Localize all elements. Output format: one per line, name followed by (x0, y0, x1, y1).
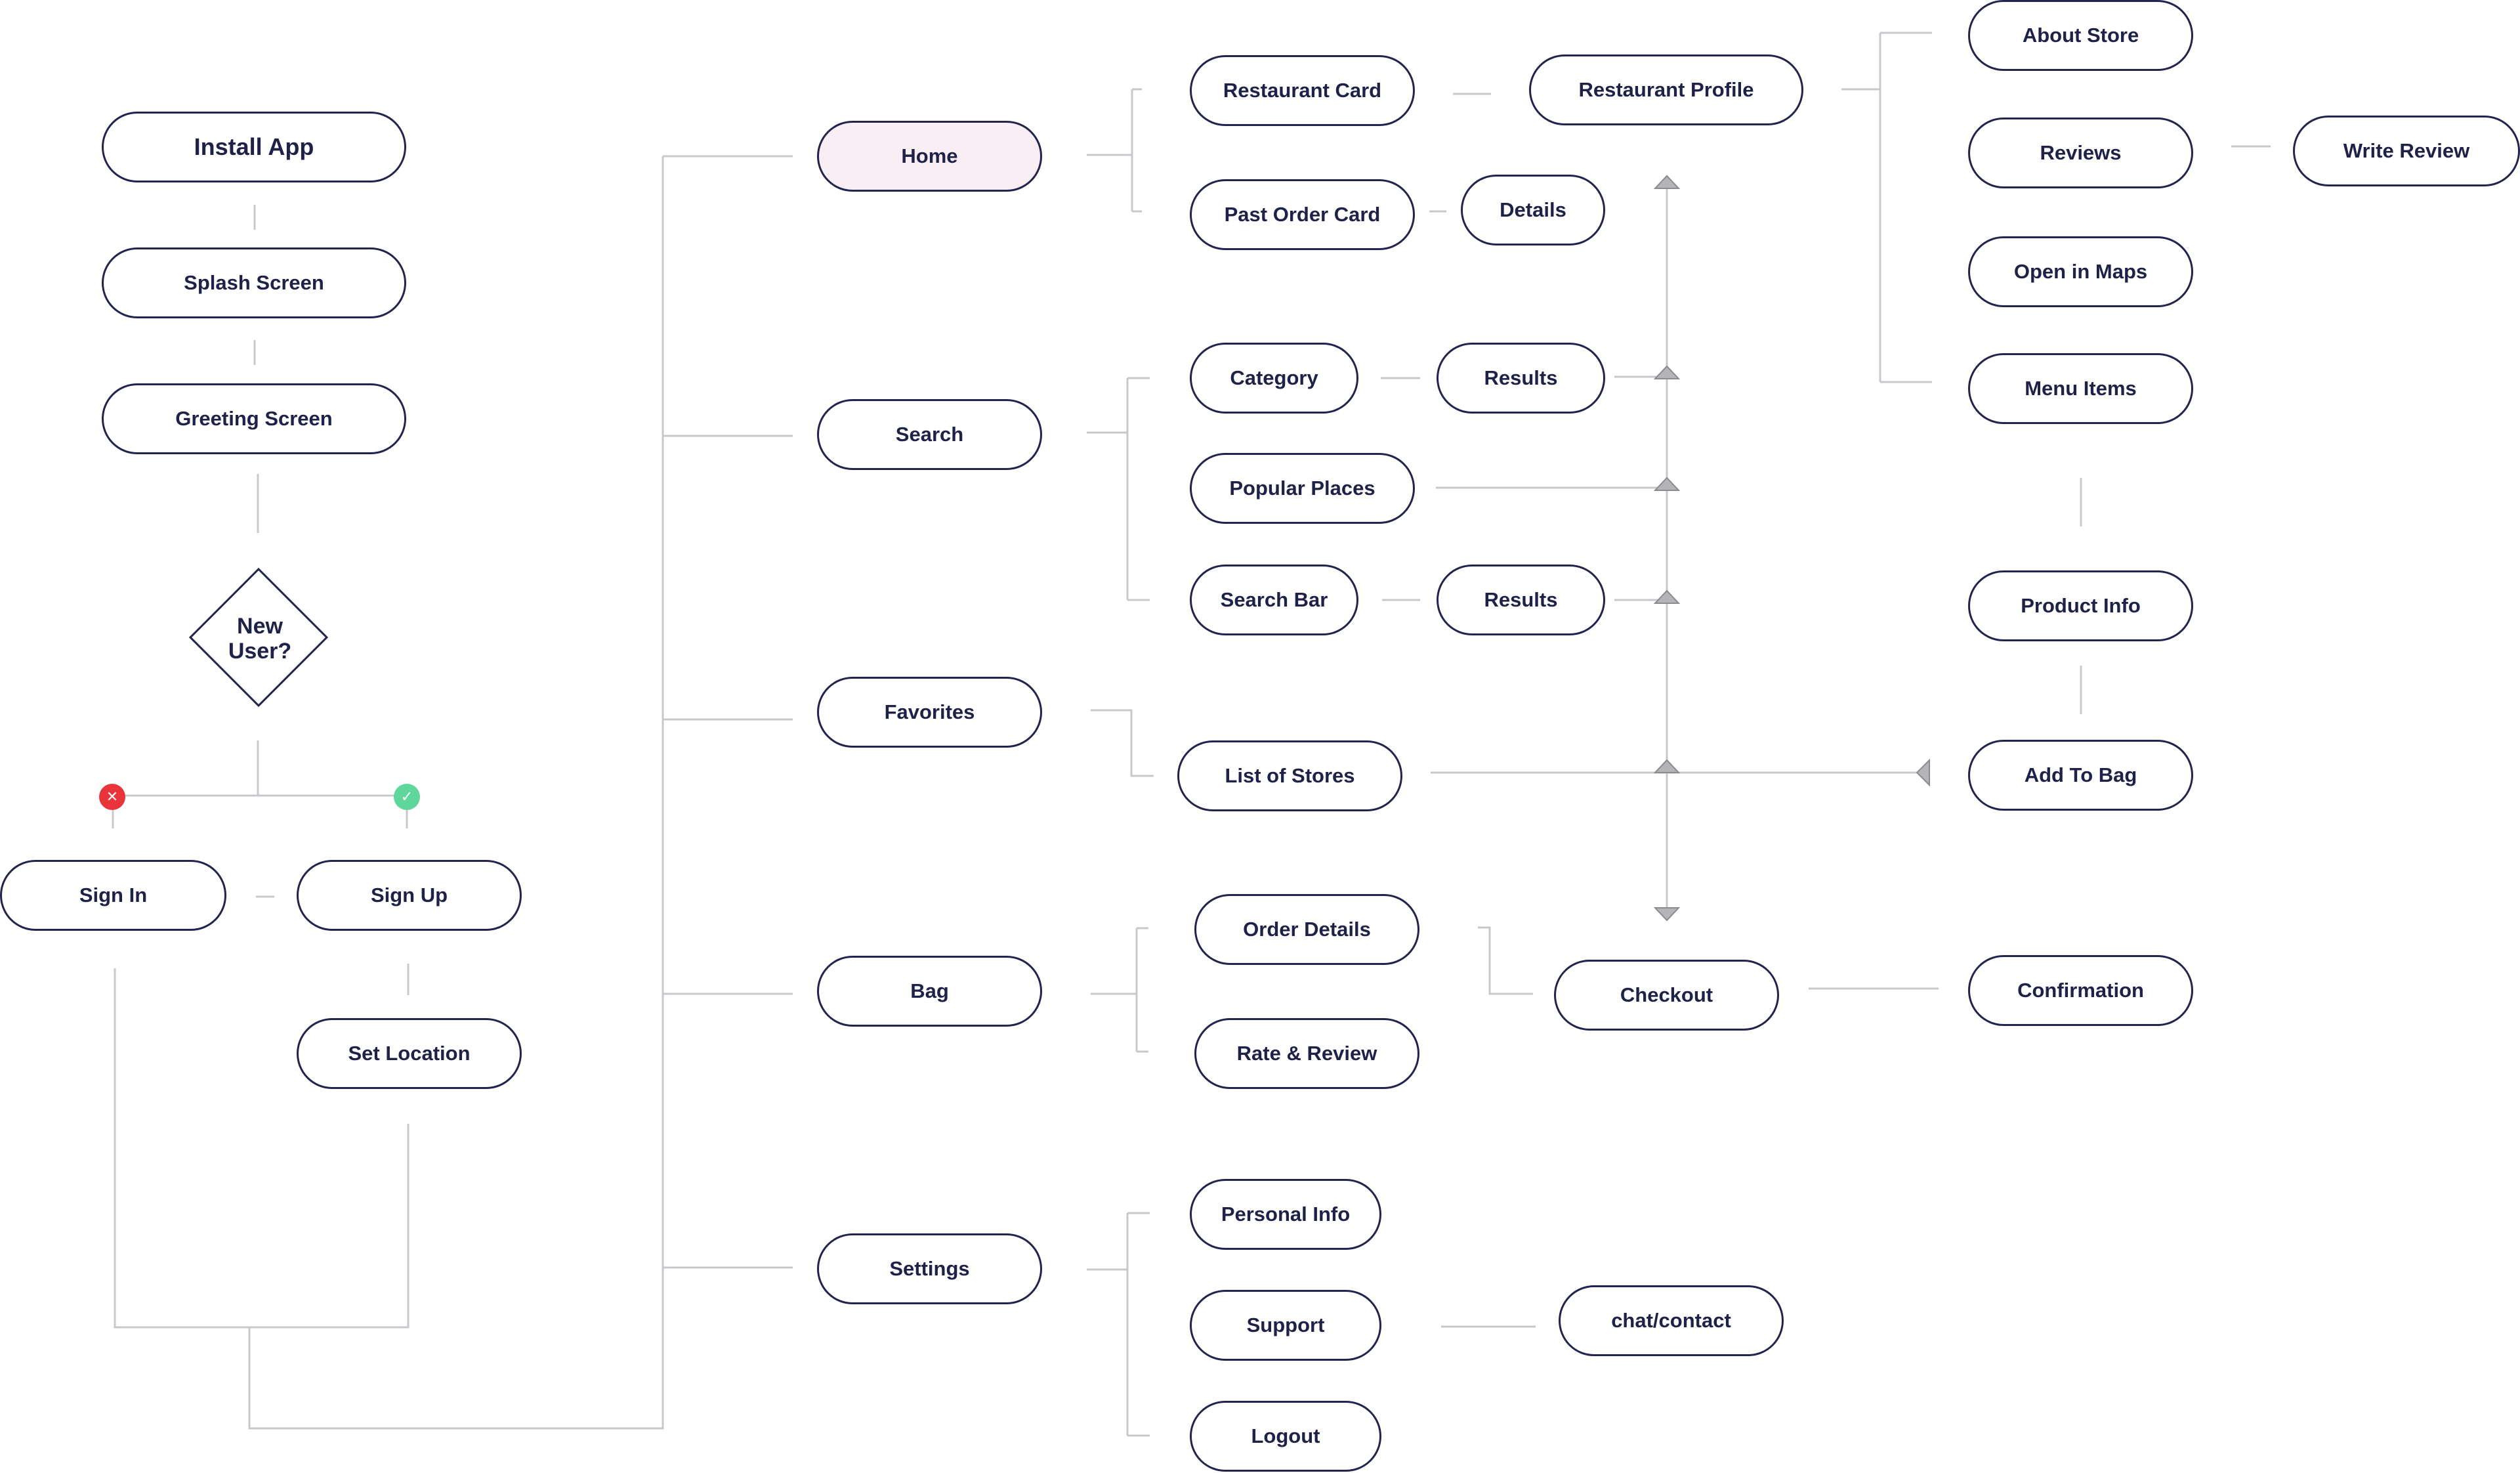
arrow-up-details (1653, 175, 1681, 189)
arrow-left-addtobag (1916, 758, 1930, 787)
search-bar-node: Search Bar (1190, 565, 1358, 635)
support-node: Support (1190, 1290, 1381, 1361)
add-to-bag-node: Add To Bag (1968, 740, 2193, 811)
check-icon: ✓ (394, 784, 420, 810)
settings-node: Settings (817, 1233, 1042, 1304)
reviews-node: Reviews (1968, 117, 2193, 188)
connector-home-children (1087, 88, 1142, 213)
popular-places-node: Popular Places (1190, 453, 1415, 524)
set-location-node: Set Location (297, 1018, 522, 1089)
favorites-node: Favorites (817, 677, 1042, 748)
chat-contact-node: chat/contact (1559, 1285, 1784, 1356)
connector-to-main (114, 156, 664, 1430)
splash-screen-node: Splash Screen (102, 247, 406, 318)
connector-decision-split (112, 740, 408, 828)
confirmation-node: Confirmation (1968, 955, 2193, 1026)
arrow-up-searchbar (1653, 589, 1681, 604)
menu-items-node: Menu Items (1968, 353, 2193, 424)
home-node: Home (817, 121, 1042, 192)
greeting-screen-node: Greeting Screen (102, 383, 406, 454)
connector-profile-store (1841, 32, 1932, 383)
search-bar-results-node: Results (1437, 565, 1605, 635)
personal-info-node: Personal Info (1190, 1179, 1381, 1250)
bag-node: Bag (817, 956, 1042, 1027)
connector-order-checkout (1478, 926, 1533, 995)
about-store-node: About Store (1968, 0, 2193, 71)
search-node: Search (817, 399, 1042, 470)
connector-bag-children (1091, 927, 1148, 1053)
arrow-down-checkout (1653, 907, 1681, 922)
connector-search-children (1087, 377, 1150, 601)
install-app-node: Install App (102, 112, 406, 182)
connector-settings-children (1087, 1212, 1150, 1437)
checkout-node: Checkout (1554, 960, 1779, 1031)
sign-in-node: Sign In (0, 860, 226, 931)
decision-label: New User? (228, 614, 292, 664)
restaurant-profile-node: Restaurant Profile (1529, 54, 1803, 125)
open-in-maps-node: Open in Maps (1968, 236, 2193, 307)
restaurant-card-node: Restaurant Card (1190, 55, 1415, 126)
category-node: Category (1190, 343, 1358, 414)
write-review-node: Write Review (2293, 116, 2520, 186)
connector-favorites-list (1091, 709, 1154, 777)
list-of-stores-node: List of Stores (1177, 740, 1402, 811)
new-user-decision: New User? (188, 567, 331, 710)
close-icon: ✕ (99, 784, 125, 810)
logout-node: Logout (1190, 1401, 1381, 1472)
past-order-card-node: Past Order Card (1190, 179, 1415, 250)
arrow-up-popular (1653, 477, 1681, 491)
rate-review-node: Rate & Review (1194, 1018, 1419, 1089)
details-node: Details (1461, 175, 1605, 245)
arrow-up-list (1653, 759, 1681, 773)
order-details-node: Order Details (1194, 894, 1419, 965)
sign-up-node: Sign Up (297, 860, 522, 931)
product-info-node: Product Info (1968, 570, 2193, 641)
category-results-node: Results (1437, 343, 1605, 414)
arrow-up-category (1653, 365, 1681, 379)
